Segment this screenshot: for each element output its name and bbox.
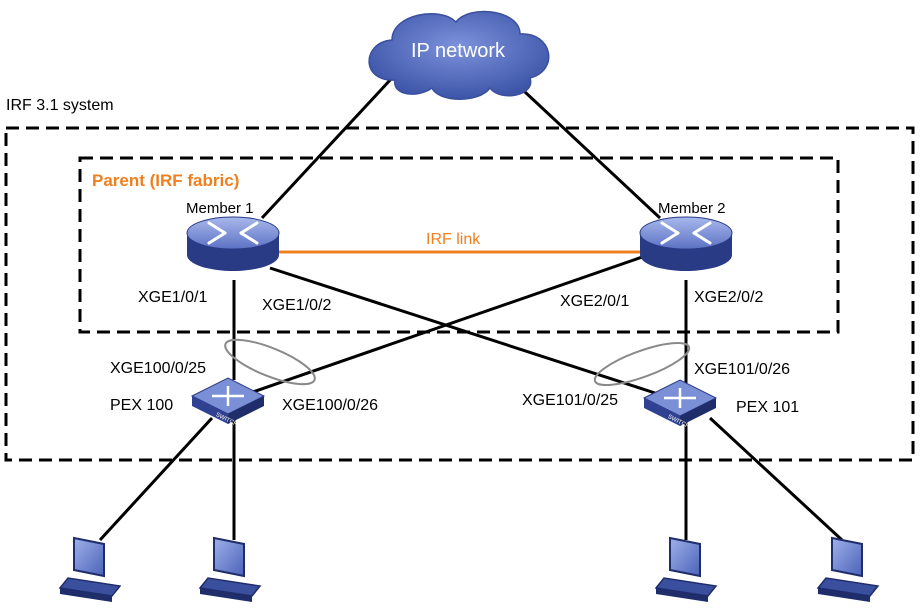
link-member1-pex101 bbox=[269, 266, 656, 395]
link-pex101-pc4 bbox=[708, 416, 844, 542]
pex100-switch-icon: SWITCH bbox=[190, 377, 266, 428]
member1-router-icon bbox=[186, 216, 280, 271]
member2-router-icon bbox=[639, 216, 733, 271]
pex100-label: PEX 100 bbox=[110, 397, 173, 414]
ip-network-label: IP network bbox=[411, 40, 506, 62]
irf-system-boundary bbox=[4, 126, 915, 462]
port-label-pex101-p26: XGE101/0/26 bbox=[694, 361, 790, 378]
links bbox=[98, 76, 844, 542]
pc3-icon bbox=[654, 536, 718, 602]
ip-network-cloud: IP network bbox=[368, 10, 550, 100]
link-pex100-pc1 bbox=[98, 416, 214, 542]
irf-fabric-boundary bbox=[78, 156, 840, 334]
aggregation-ellipse-pex100 bbox=[224, 338, 316, 386]
pc4-icon bbox=[816, 536, 880, 602]
port-label-m2-p2: XGE2/0/2 bbox=[694, 289, 763, 306]
irf-fabric-label: Parent (IRF fabric) bbox=[92, 171, 239, 190]
pc1-icon bbox=[58, 536, 122, 602]
aggregation-ellipse-pex101 bbox=[593, 341, 691, 387]
irf-link-label: IRF link bbox=[426, 231, 481, 248]
member2-label: Member 2 bbox=[658, 200, 726, 217]
port-label-m1-p1: XGE1/0/1 bbox=[138, 289, 207, 306]
link-member2-ip bbox=[508, 76, 662, 220]
link-member1-ip bbox=[260, 76, 394, 220]
irf-system-label: IRF 3.1 system bbox=[6, 97, 114, 114]
port-label-pex100-p25: XGE100/0/25 bbox=[110, 360, 206, 377]
port-label-m2-p1: XGE2/0/1 bbox=[560, 293, 629, 310]
pex101-label: PEX 101 bbox=[736, 399, 799, 416]
pex101-switch-icon: SWITCH bbox=[642, 379, 718, 430]
port-label-m1-p2: XGE1/0/2 bbox=[262, 297, 331, 314]
pc2-icon bbox=[198, 536, 262, 602]
member1-label: Member 1 bbox=[186, 200, 254, 217]
link-member2-pex100 bbox=[249, 253, 649, 395]
port-label-pex100-p26: XGE100/0/26 bbox=[282, 397, 378, 414]
port-label-pex101-p25: XGE101/0/25 bbox=[522, 392, 618, 409]
